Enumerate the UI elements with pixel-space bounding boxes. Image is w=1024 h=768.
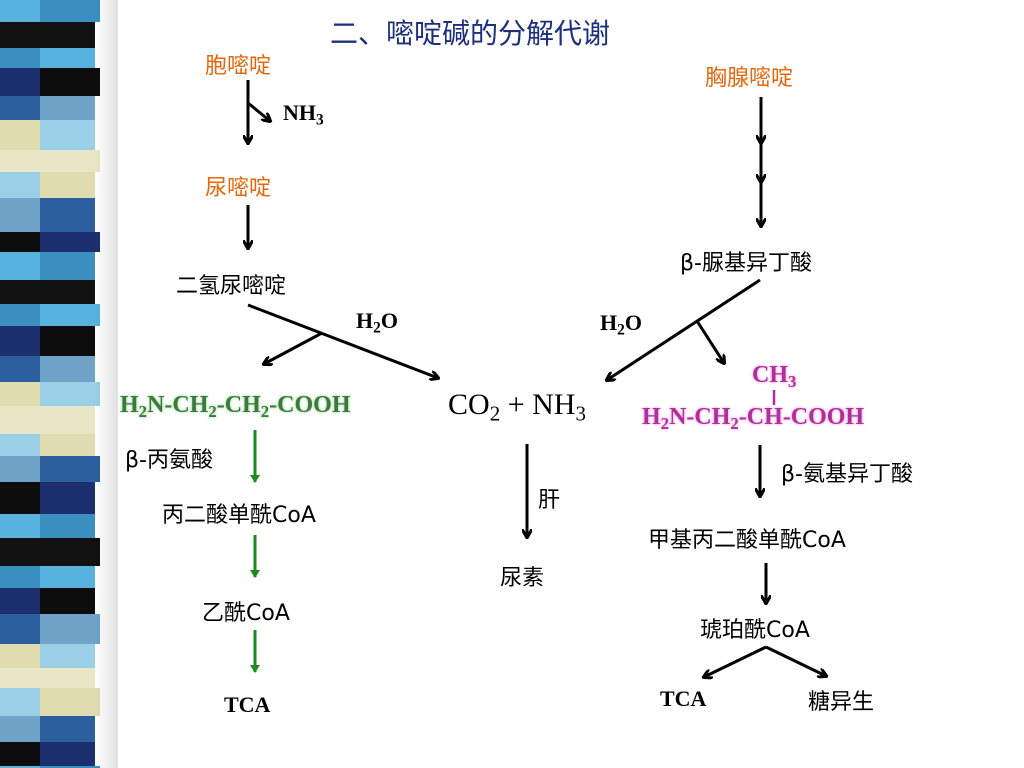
label-tca-right: TCA	[660, 686, 707, 711]
label-acetyl-coa: 乙酰CoA	[202, 601, 290, 626]
arrow-to-tca-right	[704, 645, 767, 677]
label-nh3-release: NH3	[283, 100, 324, 129]
arrow-to-aminoisobutyrate	[695, 320, 724, 363]
page-title: 二、嘧啶碱的分解代谢	[330, 17, 611, 50]
label-succinyl-coa: 琥珀酰CoA	[700, 618, 810, 643]
label-cytosine: 胞嘧啶	[205, 54, 272, 79]
formula-beta-alanine: H2N-CH2-CH2-COOH	[120, 392, 351, 422]
arrow-ureidoisobutyrate-to-co2	[607, 278, 761, 380]
formula-methyl-group: CH3	[752, 362, 797, 392]
arrow-nh3-release	[247, 101, 270, 121]
label-beta-alanine: β-丙氨酸	[125, 448, 213, 473]
label-liver: 肝	[538, 488, 561, 513]
decorative-stripe-bar	[0, 0, 118, 768]
label-dihydrouracil: 二氢尿嘧啶	[176, 274, 287, 299]
formula-beta-aminoisobutyrate: H2N-CH2-CH-COOH	[642, 404, 865, 434]
label-beta-ureidoisobutyrate: β-脲基异丁酸	[680, 251, 812, 276]
arrow-to-gluconeogenesis	[765, 645, 826, 676]
label-beta-aminoisobutyrate: β-氨基异丁酸	[781, 462, 913, 487]
label-malonyl-coa: 丙二酸单酰CoA	[162, 503, 316, 528]
label-h2o-left: H2O	[356, 308, 398, 337]
arrow-dihydrouracil-to-co2	[247, 303, 438, 378]
label-uracil: 尿嘧啶	[205, 176, 272, 201]
label-urea: 尿素	[500, 566, 545, 591]
label-h2o-right: H2O	[600, 310, 642, 339]
label-gluconeogenesis: 糖异生	[808, 690, 875, 715]
label-methylmalonyl-coa: 甲基丙二酸单酰CoA	[648, 528, 846, 553]
arrow-to-beta-alanine	[264, 331, 323, 364]
label-co2-nh3: CO2 + NH3	[448, 388, 586, 426]
label-thymine: 胸腺嘧啶	[705, 66, 794, 91]
label-tca-left: TCA	[224, 692, 271, 717]
